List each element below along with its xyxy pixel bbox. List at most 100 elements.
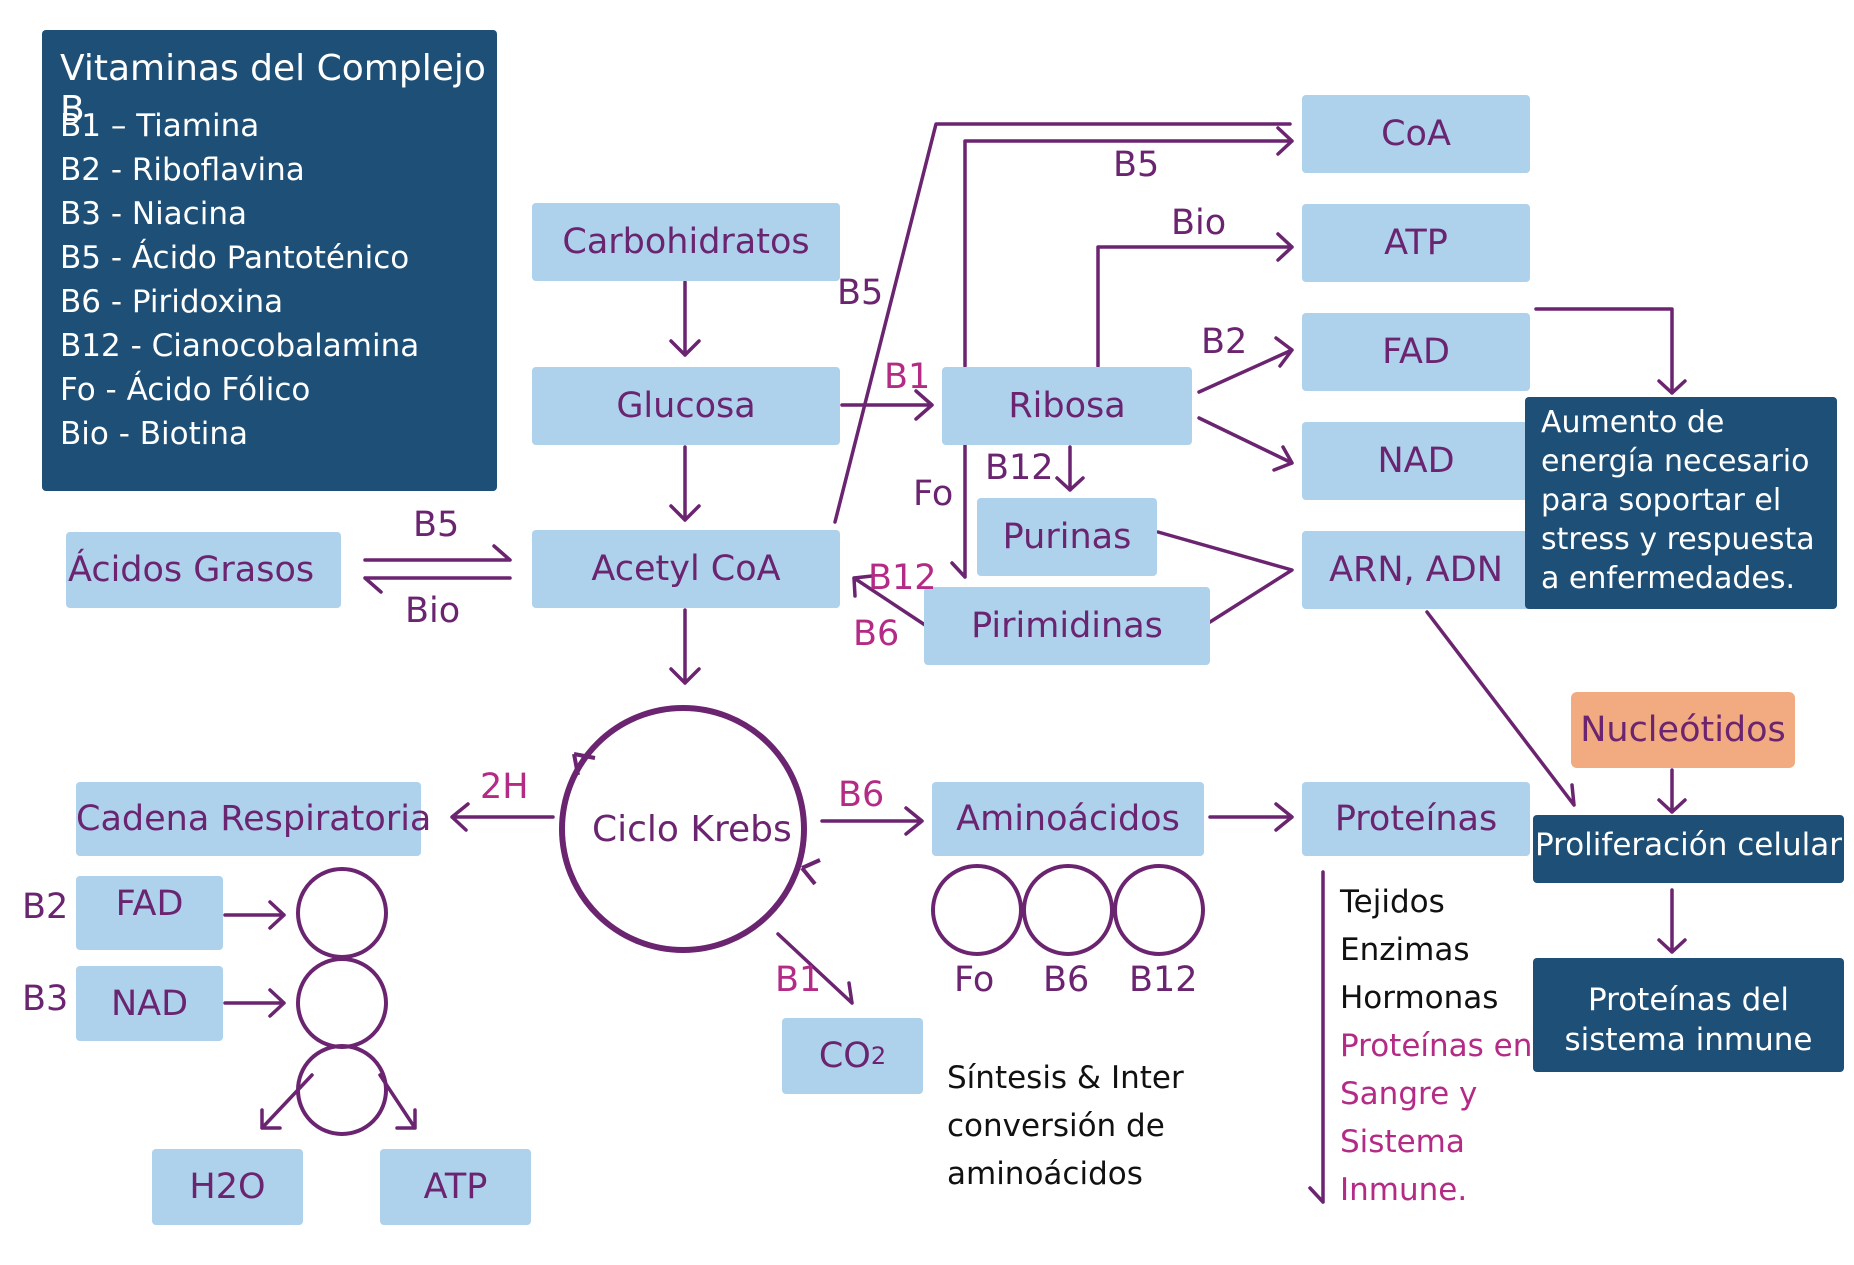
chain-circle-1 [296,867,388,959]
legend-item: B2 - Riboflavina [60,152,305,188]
vitamin-legend: Vitaminas del Complejo B B1 – Tiamina B2… [42,30,497,491]
node-nad-bottom: NAD [76,966,223,1041]
label-b1-ribosa: B1 [884,357,931,397]
label-b1-co2: B1 [775,960,822,1000]
label-fo-circle: Fo [954,960,995,1000]
node-proliferacion: Proliferación celular [1533,815,1844,883]
note-line: Sistema [1340,1124,1465,1160]
arrow-krebs-amino [820,806,924,836]
legend-item: B1 – Tiamina [60,108,260,144]
arrow-pirimidinas-acetyl [852,574,927,627]
note-line: conversión de [947,1108,1165,1144]
legend-item: B3 - Niacina [60,196,247,232]
label-b2-chain: B2 [22,887,69,927]
legend-item: Bio - Biotina [60,416,248,452]
label-b2-fad: B2 [1201,322,1248,362]
krebs-arrowhead-bottom [800,858,821,886]
node-atp-bottom: ATP [380,1149,531,1225]
arrow-fatty-acetyl [363,544,512,562]
arrow-fad-benefit [1534,307,1687,395]
note-line: Hormonas [1340,980,1499,1016]
arrow-nad-chain [223,988,286,1018]
legend-item: B5 - Ácido Pantoténico [60,240,410,276]
label-b12-purinas: B12 [985,448,1054,488]
label-b12-circle: B12 [1129,960,1198,1000]
node-h2o: H2O [152,1149,303,1225]
note-line: Inmune. [1340,1172,1468,1208]
node-pirimidinas: Pirimidinas [924,587,1210,665]
node-nucleotidos: Nucleótidos [1571,692,1795,768]
label-b5-acetyl: B5 [837,273,884,313]
node-cadena-respiratoria: Cadena Respiratoria [76,782,431,856]
label-b6-amino: B6 [838,775,885,815]
node-ribosa: Ribosa [942,367,1192,445]
label-b5-coa: B5 [1113,145,1160,185]
arrow-acetyl-coa [833,122,1292,524]
label-b3-chain: B3 [22,979,69,1019]
arrow-fad-chain [223,900,286,930]
arrow-carbo-glucosa [669,280,701,357]
amino-circle-b12 [1113,864,1205,956]
node-aminoacidos: Aminoácidos [932,782,1204,856]
label-b6-acetyl: B6 [853,614,900,654]
note-line: Síntesis & Inter [947,1060,1184,1096]
krebs-cycle-circle [559,705,807,953]
arrow-acetyl-fatty [363,576,512,594]
node-nad-top: NAD [1302,422,1530,500]
chain-circle-3 [296,1044,388,1136]
arrow-chain-h2o [260,1073,314,1130]
benefit-text: Aumento de energía necesario para soport… [1541,405,1815,596]
label-bio-fatty: Bio [405,591,461,631]
arrow-ribosa-fad [1197,336,1294,394]
node-acetyl-coa: Acetyl CoA [532,530,840,608]
legend-item: B12 - Cianocobalamina [60,328,420,364]
note-line: aminoácidos [947,1156,1143,1192]
arrow-nucleotidos-proliferacion [1657,768,1687,814]
arrow-krebs-cadena [450,802,555,832]
label-b5-fatty: B5 [413,505,460,545]
node-arn-adn: ARN, ADN [1302,531,1530,609]
amino-circle-b6 [1022,864,1114,956]
ciclo-krebs-label: Ciclo Krebs [592,809,792,850]
note-proteinas-uses: Tejidos Enzimas Hormonas Proteínas en Sa… [1340,878,1532,1214]
arrow-ribosa-purinas [1055,445,1085,492]
co2-subscript: 2 [870,1042,887,1070]
proliferacion-text: Proliferación celular [1535,827,1842,863]
note-line: Tejidos [1340,884,1445,920]
legend-list: B1 – Tiamina B2 - Riboflavina B3 - Niaci… [60,104,419,456]
chain-circle-2 [296,957,388,1049]
krebs-arrowhead-top [572,752,596,776]
node-fad-top: FAD [1302,313,1530,391]
label-fo-ribosa: Fo [913,474,954,514]
arrow-acetyl-krebs [669,608,701,685]
node-atp-top: ATP [1302,204,1530,282]
note-sintesis: Síntesis & Inter conversión de aminoácid… [947,1054,1184,1198]
node-fad-bottom: FAD [76,876,223,950]
node-proteinas: Proteínas [1302,782,1530,856]
arrow-arn-proliferacion [1425,610,1576,807]
co2-text: CO [818,1036,871,1076]
arrow-proteinas-down [1308,870,1325,1204]
note-line: Proteínas en [1340,1028,1533,1064]
arrow-proliferacion-inmune [1657,888,1687,954]
arrow-ribosa-atp [1096,232,1294,368]
arrow-ribosa-nad [1197,416,1294,472]
legend-item: B6 - Piridoxina [60,284,284,320]
arrow-purinas-arn [1156,530,1294,624]
benefit-box: Aumento de energía necesario para soport… [1525,397,1837,609]
node-carbohidratos: Carbohidratos [532,203,840,281]
node-acidos-grasos: Ácidos Grasos [66,532,341,608]
note-line: Sangre y [1340,1076,1478,1112]
label-b12-acetyl: B12 [868,558,937,598]
note-line: Enzimas [1340,932,1470,968]
node-glucosa: Glucosa [532,367,840,445]
legend-title: Vitaminas del Complejo B [60,48,486,130]
label-b6-circle: B6 [1043,960,1090,1000]
arrow-ribosa-pirimidinas [950,441,967,579]
arrow-glucosa-ribosa [840,389,934,421]
legend-item: Fo - Ácido Fólico [60,372,311,408]
amino-circle-fo [931,864,1023,956]
arrow-krebs-co2 [776,932,854,1005]
